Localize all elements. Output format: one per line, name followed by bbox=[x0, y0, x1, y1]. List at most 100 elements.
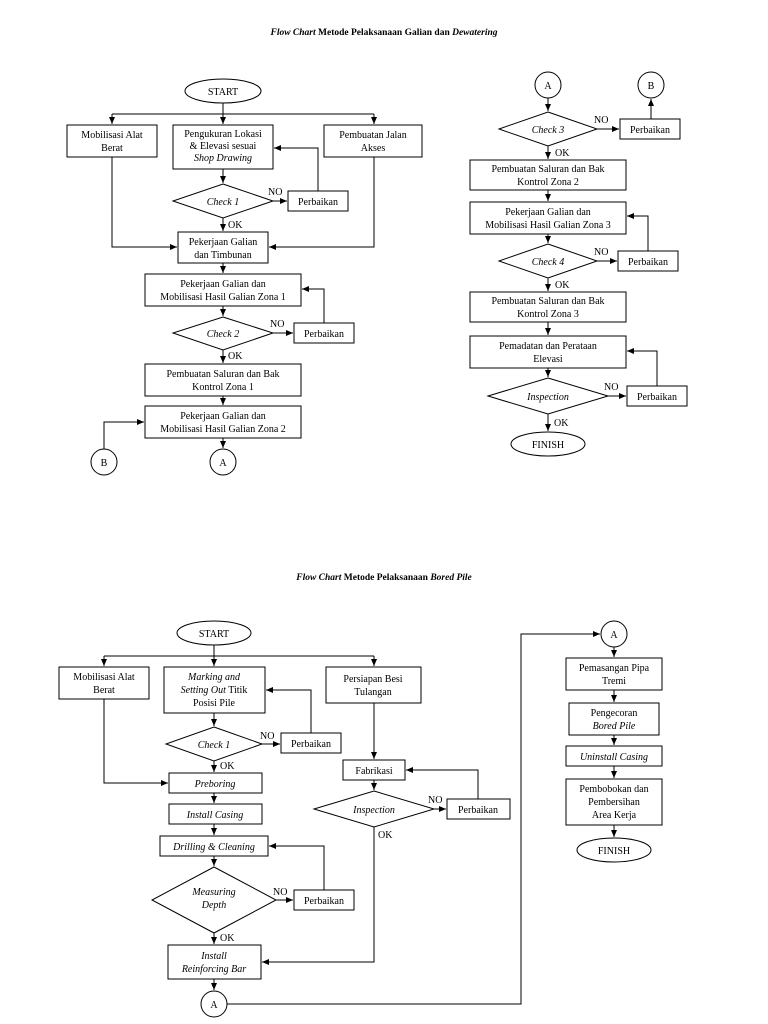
d1-jalan-box bbox=[323, 124, 423, 158]
d1-saluran-zona2-line1: Pembuatan Saluran dan Bak bbox=[491, 164, 604, 175]
d2-inspection-label: Inspection bbox=[352, 805, 395, 816]
d2-besi-line2: Tulangan bbox=[354, 687, 391, 698]
d2-marking-line2: Setting Out Titik bbox=[181, 685, 248, 696]
d2-connector-a-left-label: A bbox=[210, 1000, 218, 1011]
d1-pengukuran-line1: Pengukuran Lokasi bbox=[184, 129, 262, 140]
d1-check1-ok: OK bbox=[228, 220, 243, 231]
diagram1-title: Flow Chart Metode Pelaksanaan Galian dan… bbox=[270, 28, 498, 38]
diagram2-left-flow: START Mobilisasi Alat Berat Marking and … bbox=[58, 620, 600, 1018]
d2-fabrikasi-label: Fabrikasi bbox=[355, 766, 392, 777]
d1-saluran-zona3-line2: Kontrol Zona 3 bbox=[517, 309, 579, 320]
d2-connector-a-right-label: A bbox=[610, 630, 618, 641]
d2-perbaikan2-label: Perbaikan bbox=[304, 896, 344, 907]
d1-check4-ok: OK bbox=[555, 280, 570, 291]
d2-measuring-line1: Measuring bbox=[191, 887, 235, 898]
d2-inspection-no: NO bbox=[428, 795, 442, 806]
d2-check1-no: NO bbox=[260, 731, 274, 742]
d1-galian-zona1-line2: Mobilisasi Hasil Galian Zona 1 bbox=[160, 292, 286, 303]
d1-galian-zona2-box bbox=[144, 405, 302, 439]
d2-mobilisasi-line2: Berat bbox=[93, 685, 115, 696]
d1-check4-label: Check 4 bbox=[532, 257, 565, 268]
d2-mobilisasi-line1: Mobilisasi Alat bbox=[73, 672, 135, 683]
d1-perbaikan1-label: Perbaikan bbox=[298, 197, 338, 208]
d1-saluran-zona2-line2: Kontrol Zona 2 bbox=[517, 177, 579, 188]
d1-galian-zona1-line1: Pekerjaan Galian dan bbox=[180, 279, 266, 290]
d1-galian-zona1-box bbox=[144, 273, 302, 307]
d2-install-casing-box bbox=[168, 803, 263, 825]
d1-perbaikan3-box bbox=[619, 118, 681, 140]
d1-start-label: START bbox=[208, 87, 238, 98]
d1-pemadatan-line2: Elevasi bbox=[533, 354, 563, 365]
d1-galian-timbunan-line2: dan Timbunan bbox=[194, 250, 252, 261]
d2-reinforcing-line2: Reinforcing Bar bbox=[181, 964, 246, 975]
d1-galian-zona3-line2: Mobilisasi Hasil Galian Zona 3 bbox=[485, 220, 611, 231]
d2-marking-line1: Marking and bbox=[187, 672, 241, 683]
d2-marking-box bbox=[163, 666, 266, 714]
d1-mobilisasi-line2: Berat bbox=[101, 143, 123, 154]
d1-perbaikan4-label: Perbaikan bbox=[628, 257, 668, 268]
d1-saluran-zona1-line2: Kontrol Zona 1 bbox=[192, 382, 254, 393]
d2-inspection-ok: OK bbox=[378, 830, 393, 841]
d1-check1-no: NO bbox=[268, 187, 282, 198]
d1-connector-a-left bbox=[209, 448, 237, 476]
d2-besi-line1: Persiapan Besi bbox=[343, 674, 402, 685]
d2-pengecoran-box bbox=[568, 702, 660, 736]
d1-jalan-line1: Pembuatan Jalan bbox=[339, 130, 406, 141]
d2-preboring-label: Preboring bbox=[194, 779, 236, 790]
d1-pemadatan-box bbox=[469, 335, 627, 369]
d1-inspection-ok: OK bbox=[554, 418, 569, 429]
d1-connector-b-right-label: B bbox=[648, 81, 655, 92]
d1-perbaikan3-label: Perbaikan bbox=[630, 125, 670, 136]
d2-uninstall-label: Uninstall Casing bbox=[580, 752, 648, 763]
d2-perbaikan1-label: Perbaikan bbox=[291, 739, 331, 750]
d2-pembobokan-line3: Area Kerja bbox=[592, 810, 637, 821]
d1-saluran-zona1-box bbox=[144, 363, 302, 397]
d1-check4-no: NO bbox=[594, 247, 608, 258]
d2-check1-label: Check 1 bbox=[198, 740, 231, 751]
diagram1-left-flow: START Mobilisasi Alat Berat Pengukuran L… bbox=[66, 78, 423, 476]
d2-pipa-tremi-line1: Pemasangan Pipa bbox=[579, 663, 650, 674]
d1-connector-b-left-label: B bbox=[101, 458, 108, 469]
d1-perbaikan2-label: Perbaikan bbox=[304, 329, 344, 340]
diagram2-right-flow: A Pemasangan Pipa Tremi Pengecoran Bored… bbox=[565, 620, 663, 863]
d1-check2-ok: OK bbox=[228, 351, 243, 362]
d2-reinforcing-box bbox=[167, 944, 262, 980]
d1-connector-a-left-label: A bbox=[219, 458, 227, 469]
d1-finish-label: FINISH bbox=[532, 440, 564, 451]
d2-pembobokan-box bbox=[565, 778, 663, 826]
d1-pemadatan-line1: Pemadatan dan Perataan bbox=[499, 341, 597, 352]
d2-pembobokan-line2: Pembersihan bbox=[588, 797, 640, 808]
d2-measuring-line2: Depth bbox=[201, 900, 226, 911]
d2-pipa-tremi-line2: Tremi bbox=[602, 676, 626, 687]
d1-check3-label: Check 3 bbox=[532, 125, 565, 136]
d2-perbaikan3-label: Perbaikan bbox=[458, 805, 498, 816]
d1-galian-zona2-line1: Pekerjaan Galian dan bbox=[180, 411, 266, 422]
d1-mobilisasi-line1: Mobilisasi Alat bbox=[81, 130, 143, 141]
d2-measuring-no: NO bbox=[273, 887, 287, 898]
d2-check1-ok: OK bbox=[220, 761, 235, 772]
d1-pengukuran-line2: & Elevasi sesuai bbox=[190, 141, 257, 152]
d1-connector-b-right bbox=[637, 71, 665, 99]
d1-galian-zona3-line1: Pekerjaan Galian dan bbox=[505, 207, 591, 218]
d1-connector-a-right-label: A bbox=[544, 81, 552, 92]
d1-check2-no: NO bbox=[270, 319, 284, 330]
d2-besi-box bbox=[325, 666, 422, 704]
d2-pembobokan-line1: Pembobokan dan bbox=[579, 784, 648, 795]
d1-saluran-zona2-box bbox=[469, 159, 627, 191]
d2-pengecoran-line2: Bored Pile bbox=[593, 721, 636, 732]
d2-measuring-ok: OK bbox=[220, 933, 235, 944]
diagram2-title: Flow Chart Metode Pelaksanaan Bored Pile bbox=[295, 573, 472, 583]
d1-inspection-label: Inspection bbox=[526, 392, 569, 403]
d2-drilling-label: Drilling & Cleaning bbox=[172, 842, 255, 853]
d1-check3-no: NO bbox=[594, 115, 608, 126]
d2-pengecoran-line1: Pengecoran bbox=[591, 708, 638, 719]
d1-galian-zona2-line2: Mobilisasi Hasil Galian Zona 2 bbox=[160, 424, 286, 435]
d1-check1-label: Check 1 bbox=[207, 197, 240, 208]
d2-start-label: START bbox=[199, 629, 229, 640]
d1-check3-ok: OK bbox=[555, 148, 570, 159]
d1-jalan-line2: Akses bbox=[361, 143, 386, 154]
d1-perbaikan5-label: Perbaikan bbox=[637, 392, 677, 403]
d1-galian-timbunan-line1: Pekerjaan Galian bbox=[189, 237, 258, 248]
d1-saluran-zona3-line1: Pembuatan Saluran dan Bak bbox=[491, 296, 604, 307]
